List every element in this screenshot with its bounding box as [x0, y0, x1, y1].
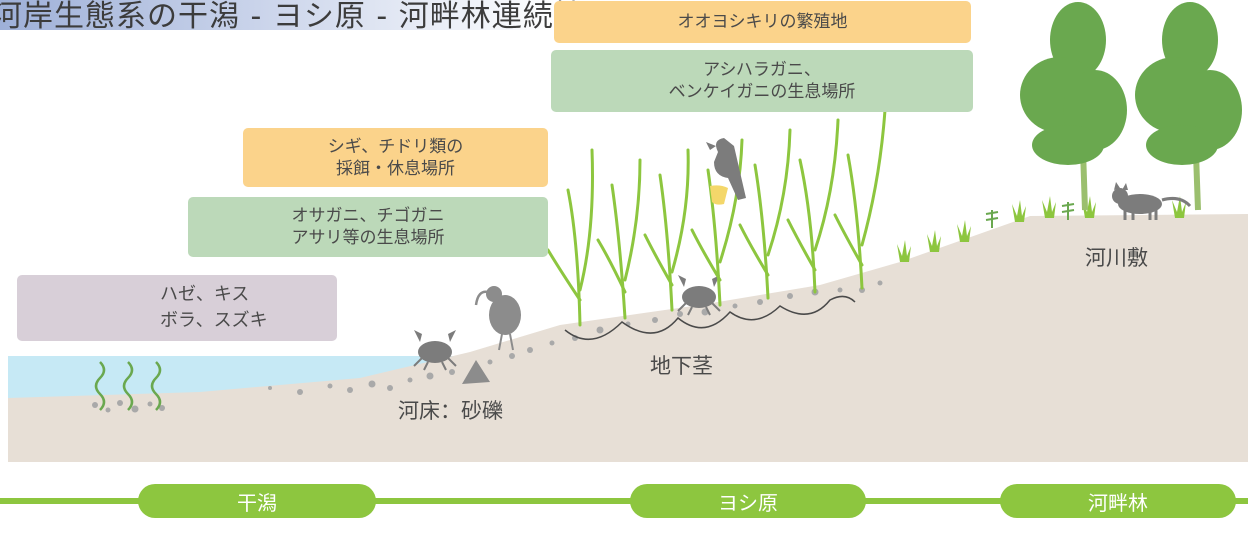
title-banner: 河岸生態系の干潟 - ヨシ原 - 河畔林連続性 — [0, 0, 584, 34]
shorebird-text-2: 採餌・休息場所 — [336, 158, 455, 179]
rhizome-label: 地下茎 — [650, 354, 713, 378]
rhizomes — [564, 295, 856, 341]
tree-icon — [1135, 2, 1242, 211]
warbler-icon — [706, 138, 746, 200]
reed-crab-text-2: ベンケイガニの生息場所 — [668, 82, 856, 102]
shorebird-feeding-box: シギ、チドリ類の 採餌・休息場所 — [243, 128, 548, 187]
shell-icon — [462, 360, 490, 384]
floodplain-label: 河川敷 — [1085, 246, 1148, 270]
fish-text-2: ボラ、スズキ — [160, 310, 268, 331]
grass-icon — [897, 196, 1186, 262]
reed-crab-habitat-box: アシハラガニ、 ベンケイガニの生息場所 — [551, 50, 973, 112]
page-title: 河岸生態系の干潟 - ヨシ原 - 河畔林連続性 — [0, 0, 585, 34]
zone-reed-bed-label: ヨシ原 — [718, 490, 778, 515]
breeding-ground-box: オオヨシキリの繁殖地 — [554, 1, 971, 43]
ground — [8, 214, 1248, 462]
zone-reed-bed: ヨシ原 — [630, 484, 866, 518]
reed-icon — [546, 108, 887, 327]
nest-icon — [710, 185, 728, 205]
tidal-crab-text-1: オサガニ、チゴガニ — [291, 206, 445, 226]
fish-text-1: ハゼ、キス — [160, 284, 250, 305]
zone-track — [0, 498, 1248, 504]
zone-riparian-forest: 河畔林 — [1000, 484, 1236, 518]
crab-icon — [677, 275, 721, 316]
zone-tidal-flat-label: 干潟 — [237, 490, 277, 515]
seaweed-icon — [94, 361, 162, 411]
zone-riparian-forest-label: 河畔林 — [1088, 490, 1148, 515]
fish-species-text: ハゼ、キス ボラ、スズキ — [160, 282, 268, 334]
curlew-icon — [474, 286, 521, 351]
reed-crab-text-1: アシハラガニ、 — [703, 60, 821, 80]
breeding-ground-text: オオヨシキリの繁殖地 — [677, 12, 848, 32]
fish-species-box — [17, 275, 337, 341]
tidal-crab-text-2: アサリ等の生息場所 — [291, 228, 445, 248]
riverbed-label: 河床：砂礫 — [398, 399, 503, 423]
zone-tidal-flat: 干潟 — [138, 484, 376, 518]
tidal-flat-crab-box: オサガニ、チゴガニ アサリ等の生息場所 — [188, 197, 548, 257]
crab-icon — [413, 330, 457, 371]
shorebird-text-1: シギ、チドリ類の — [327, 136, 464, 157]
gravel — [92, 280, 883, 413]
cat-icon — [1112, 182, 1192, 220]
tree-icon — [1020, 2, 1127, 211]
